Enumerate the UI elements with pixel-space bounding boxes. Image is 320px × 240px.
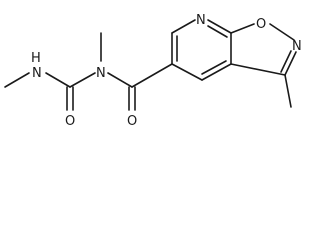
bond-n2-c3 <box>284 51 297 76</box>
atom-label-o-amide: O <box>127 114 137 129</box>
atom-label-n-pyridine: N <box>196 13 206 28</box>
bond-c3a-c4-inner <box>201 60 227 75</box>
bond-amide-carbon-ring <box>131 63 173 88</box>
bond-urea-carbon-n <box>69 72 96 88</box>
atom-label-n-methylamine: N <box>32 66 42 81</box>
molecule-svg: N H N O O N O N <box>4 13 302 129</box>
atom-label-o-urea: O <box>65 114 75 129</box>
bond-methyl-nh <box>4 72 30 88</box>
atom-label-n-isoxazole: N <box>292 39 302 54</box>
bond-n2-c3-inner <box>280 50 292 73</box>
bond-c7a-o1 <box>230 23 255 34</box>
bond-nh-urea-carbon <box>45 72 71 88</box>
molecule-structure-diagram: N H N O O N O N <box>4 13 302 129</box>
atom-label-n-imide: N <box>96 66 106 81</box>
atom-label-o-isoxazole: O <box>256 17 266 32</box>
bond-c6-n7 <box>171 19 196 34</box>
bond-c4-c5 <box>171 63 203 81</box>
bond-o1-n2 <box>269 23 295 41</box>
bond-n7-c7a-inner <box>207 25 228 38</box>
bond-c3-c3a <box>230 63 286 76</box>
atom-label-h-methylamine: H <box>31 51 41 66</box>
bond-c3-methyl <box>284 74 292 108</box>
bond-n7-c7a <box>207 19 232 34</box>
bond-c3a-c4 <box>201 63 232 81</box>
bond-n-amide-carbon <box>107 72 133 88</box>
